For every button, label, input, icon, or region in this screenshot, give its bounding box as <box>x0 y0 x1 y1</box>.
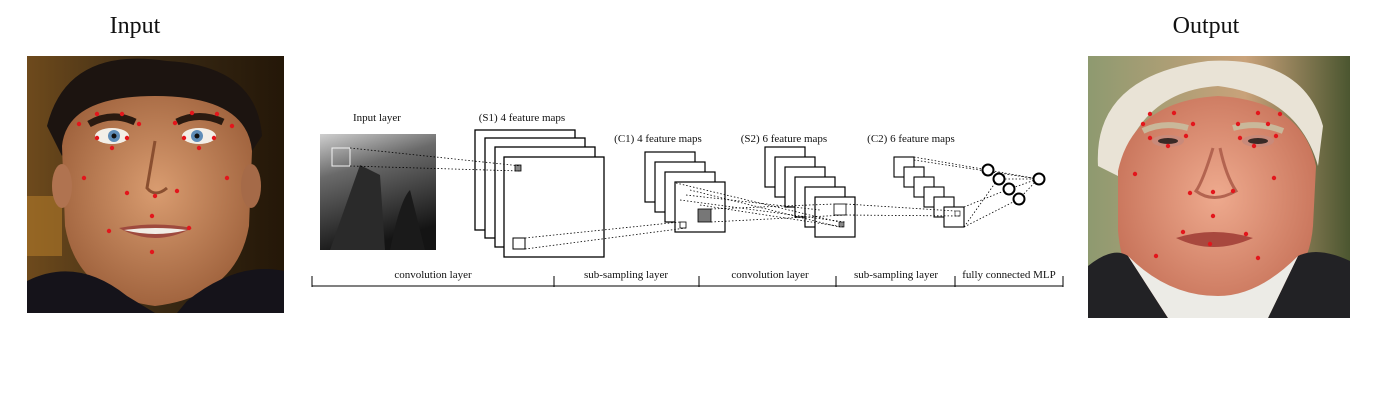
connection-lines <box>349 147 1039 250</box>
mlp-neurons <box>981 163 1046 206</box>
output-landmarks <box>1132 110 1283 261</box>
c2-feature-map-stack <box>893 156 965 228</box>
label-c1-feature-maps: (C1) 4 feature maps <box>614 133 702 145</box>
section-label-subsampling-2: sub-sampling layer <box>854 269 938 281</box>
section-label-convolution-2: convolution layer <box>731 269 809 281</box>
section-label-fully-connected-mlp: fully connected MLP <box>962 269 1055 281</box>
label-c2-feature-maps: (C2) 6 feature maps <box>867 133 955 145</box>
c1-feature-map-stack <box>644 151 726 233</box>
section-label-subsampling-1: sub-sampling layer <box>584 269 668 281</box>
label-s1-feature-maps: (S1) 4 feature maps <box>479 112 565 124</box>
label-s2-feature-maps: (S2) 6 feature maps <box>741 133 827 145</box>
cnn-architecture-diagram: Input layer (S1) 4 feature maps (C1) 4 f… <box>311 112 1064 287</box>
s1-feature-map-stack <box>474 129 605 258</box>
output-face-image <box>1088 56 1350 318</box>
output-heading: Output <box>1172 13 1240 39</box>
section-label-convolution-1: convolution layer <box>394 269 472 281</box>
layer-bracket <box>311 276 1064 287</box>
input-face-image <box>27 56 284 313</box>
label-input-layer: Input layer <box>353 112 401 124</box>
input-heading: Input <box>109 13 161 39</box>
input-landmarks <box>76 110 235 255</box>
input-layer-image <box>320 134 436 250</box>
s2-feature-map-stack <box>764 146 856 238</box>
